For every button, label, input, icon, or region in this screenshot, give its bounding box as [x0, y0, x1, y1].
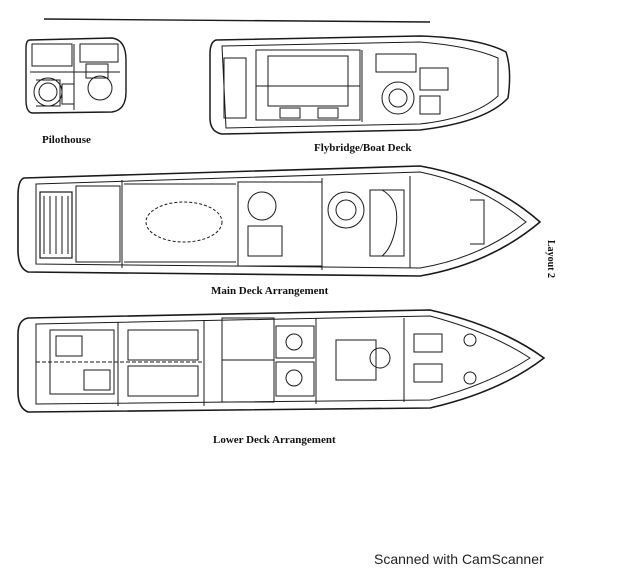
- pilothouse-plan: [25, 37, 127, 114]
- flybridge-plan: [209, 35, 511, 135]
- main-deck-label: Main Deck Arrangement: [211, 285, 329, 297]
- lower-deck-plan: [17, 309, 546, 413]
- layout-label: Layout 2: [545, 240, 556, 279]
- main-deck-plan: [17, 165, 542, 277]
- lower-deck-label: Lower Deck Arrangement: [213, 434, 336, 446]
- scanner-watermark: Scanned with CamScanner: [374, 551, 544, 567]
- top-rule: [43, 18, 431, 23]
- flybridge-label: Flybridge/Boat Deck: [314, 142, 412, 154]
- pilothouse-label: Pilothouse: [42, 134, 91, 146]
